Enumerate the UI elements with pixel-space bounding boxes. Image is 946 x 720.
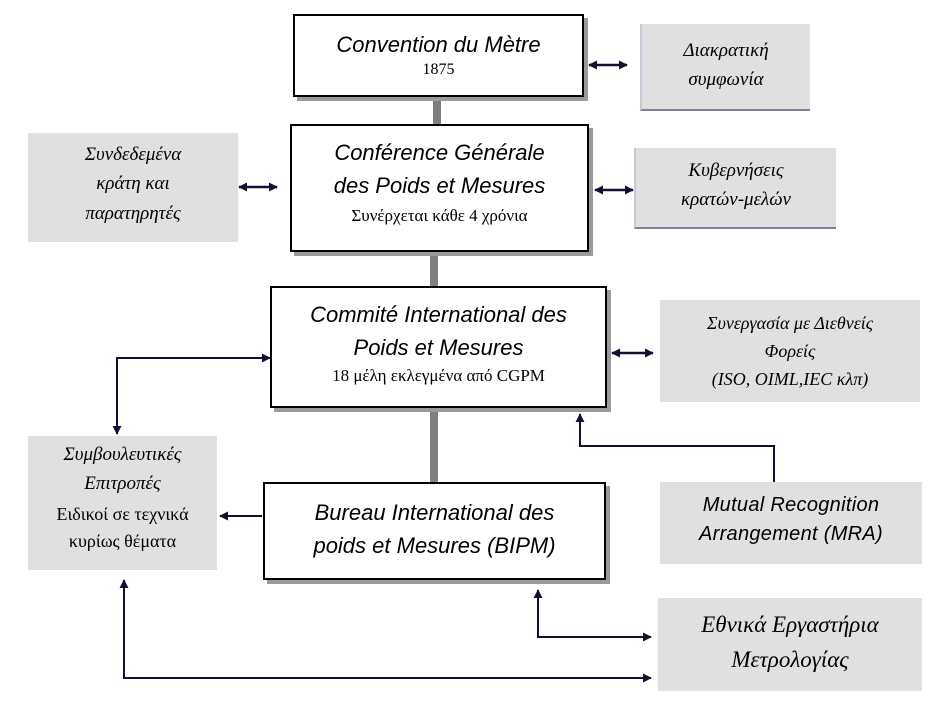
conference-line2: des Poids et Mesures (333, 173, 546, 198)
advisory-line3: Ειδικοί σε τεχνικά (56, 503, 189, 524)
mra-line1: Mutual Recognition (702, 494, 880, 516)
bureau-line2: poids et Mesures (BIPM) (313, 533, 556, 558)
convention-title: Convention du Mètre (336, 32, 541, 57)
intergov-line1: Διακρατική (683, 40, 769, 61)
labs-line2: Μετρολογίας (731, 646, 849, 672)
convention-year: 1875 (422, 61, 455, 78)
intergov-box: Διακρατική συμφωνία (640, 24, 810, 111)
spine-convention-conference (433, 97, 441, 124)
bureau-box: Bureau International des poids et Mesure… (263, 482, 606, 580)
arrow-committee-advisory (112, 353, 271, 435)
advisory-box: Συμβουλευτικές Επιτροπές Ειδικοί σε τεχν… (28, 436, 217, 570)
bureau-line1: Bureau International des (314, 500, 555, 525)
governments-box: Κυβερνήσεις κρατών-μελών (634, 148, 836, 229)
intergov-line2: συμφωνία (688, 69, 764, 91)
arrow-bureau-labs (533, 589, 652, 642)
associated-box: Συνδεδεμένα κράτη και παρατηρητές (28, 133, 238, 242)
cooperation-line1: Συνεργασία με Διεθνείς (706, 313, 874, 333)
labs-box: Εθνικά Εργαστήρια Μετρολογίας (658, 598, 922, 691)
committee-box: Commité International des Poids et Mesur… (270, 286, 607, 408)
committee-line2: Poids et Mesures (353, 335, 524, 360)
governments-line1: Κυβερνήσεις (688, 160, 784, 181)
committee-note: 18 μέλη εκλεγμένα από CGPM (332, 366, 545, 385)
advisory-line2: Επιτροπές (84, 473, 161, 495)
associated-line1: Συνδεδεμένα (84, 144, 182, 165)
associated-line3: παρατηρητές (85, 202, 181, 224)
labs-line1: Εθνικά Εργαστήρια (701, 612, 879, 637)
committee-line1: Commité International des (310, 302, 567, 327)
conference-box: Conférence Générale des Poids et Mesures… (290, 124, 589, 252)
conference-line1: Conférence Générale (334, 140, 545, 165)
cooperation-line2: Φορείς (764, 340, 816, 361)
associated-line2: κράτη και (96, 173, 170, 195)
cooperation-line3: (ISO, OIML,IEC κλπ) (711, 368, 869, 389)
convention-box: Convention du Mètre 1875 (293, 14, 584, 97)
arrow-mra-committee (575, 413, 775, 482)
arrow-advisory-labs (119, 579, 652, 683)
advisory-line4: κυρίως θέματα (68, 530, 177, 551)
governments-line2: κρατών-μελών (681, 189, 791, 211)
spine-committee-bureau (430, 408, 438, 482)
mra-box: Mutual Recognition Arrangement (MRA) (660, 482, 922, 564)
cooperation-box: Συνεργασία με Διεθνείς Φορείς (ISO, OIML… (660, 300, 920, 402)
conference-note: Συνέρχεται κάθε 4 χρόνια (351, 206, 528, 225)
spine-conference-committee (430, 252, 438, 286)
advisory-line1: Συμβουλευτικές (63, 444, 182, 465)
mra-line2: Arrangement (MRA) (698, 523, 884, 545)
